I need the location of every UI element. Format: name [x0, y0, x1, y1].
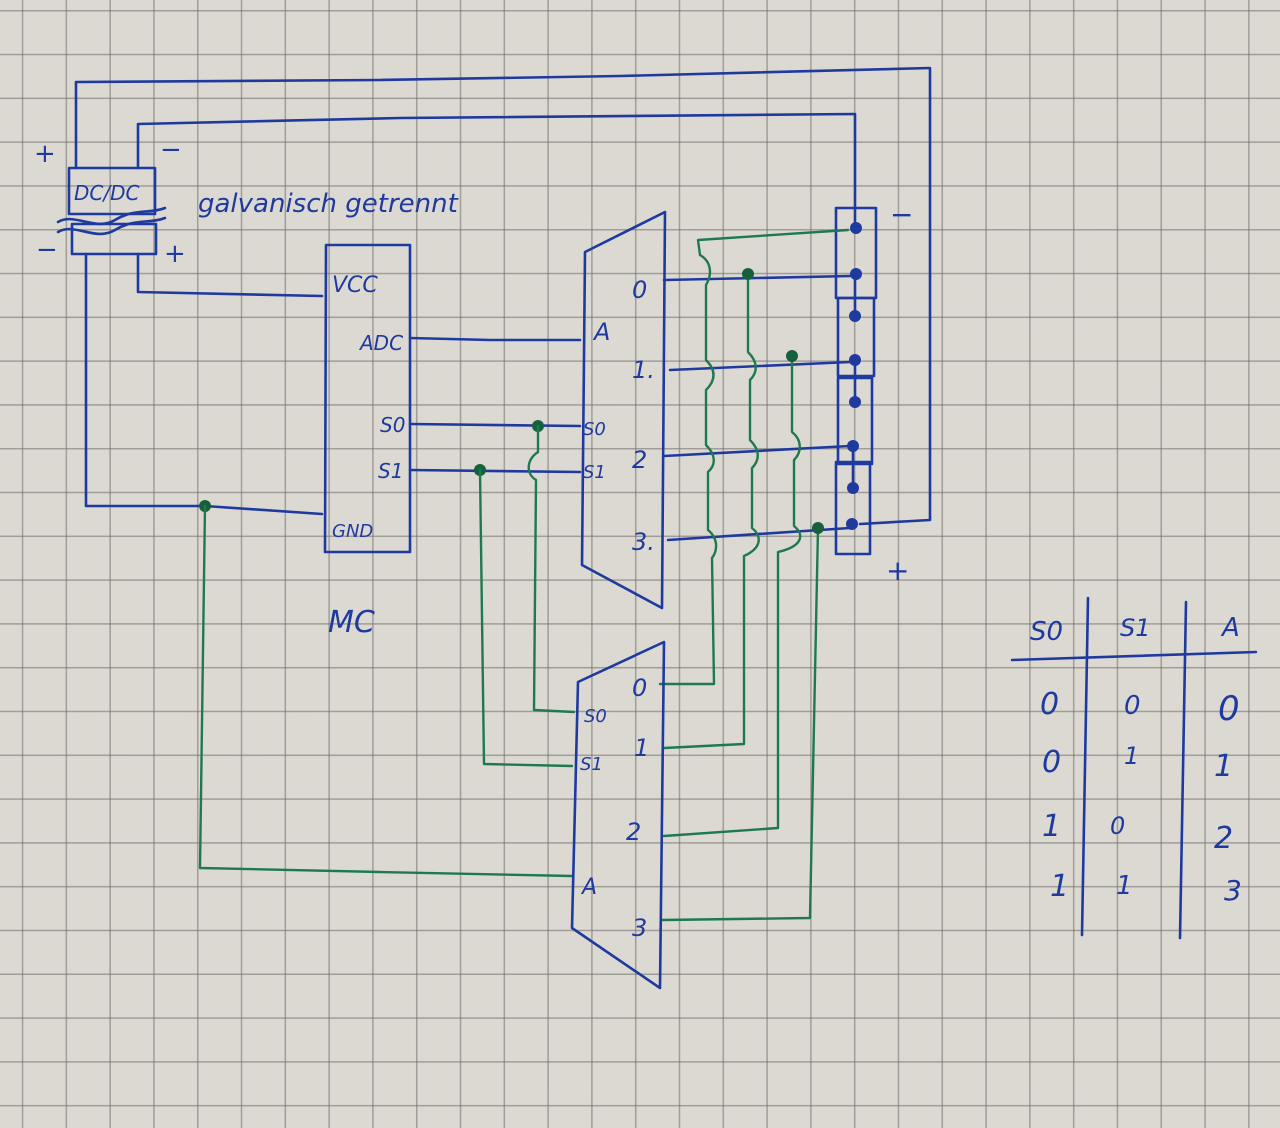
wire-minus-to-stack [136, 112, 857, 230]
wire-vcc [136, 252, 324, 298]
tt-r2-a: 2 [1214, 821, 1233, 856]
tt-r3-s1: 1 [1116, 871, 1133, 901]
mux-top-body [580, 210, 667, 610]
mc-label: MC [328, 605, 375, 640]
junction-dot [850, 222, 862, 234]
dcdc-lower-box [70, 222, 158, 256]
mux-bottom-out-0: 0 [632, 674, 647, 702]
cell-stack: − + [834, 198, 913, 587]
th-s0: S0 [1030, 617, 1063, 647]
dcdc-converter: DC/DC galvanisch getrennt + − − + [34, 135, 459, 269]
junction-dot [847, 440, 859, 452]
tt-r1-s1: 1 [1124, 742, 1139, 770]
isolation-wave-2 [56, 216, 167, 236]
junction-dot [849, 354, 861, 366]
tt-r3-s0: 1 [1050, 869, 1069, 904]
mux-top-s1: S1 [583, 462, 606, 483]
mc-pin-adc: ADC [358, 331, 403, 355]
isolation-note: galvanisch getrennt [198, 189, 459, 219]
truth-table-header-rule [1010, 650, 1258, 662]
wire-mux-top-out0 [662, 274, 852, 282]
dcdc-upper-box [67, 166, 157, 216]
mux-bottom: S0 S1 A 0 1 2 3 [570, 640, 666, 990]
green-tap-3 [660, 526, 820, 922]
mc-box [323, 243, 412, 554]
cell-links [851, 274, 857, 490]
mux-top-s0: S0 [583, 419, 606, 440]
mux-bottom-out-2: 2 [626, 818, 641, 846]
mux-top-out-0: 0 [632, 276, 647, 304]
junction-dot [849, 310, 861, 322]
wire-gnd [84, 252, 324, 516]
mc-pin-s0: S0 [380, 413, 405, 437]
stack-plus: + [886, 554, 909, 587]
tt-r0-s0: 0 [1040, 687, 1059, 722]
mux-bottom-out-3: 3 [632, 914, 647, 942]
tt-r2-s0: 1 [1042, 809, 1061, 844]
tt-r1-s0: 0 [1042, 745, 1061, 780]
dcdc-out-minus: − [36, 235, 58, 265]
junction-dot [850, 268, 862, 280]
junction-dot [846, 518, 858, 530]
mux-top: A S0 S1 0 1. 2 3. [580, 210, 667, 610]
dcdc-out-plus: + [164, 239, 186, 269]
th-s1: S1 [1120, 614, 1151, 642]
tt-r3-a: 3 [1224, 874, 1242, 907]
mc-pin-s1: S1 [378, 459, 403, 483]
mux-top-out-3: 3. [632, 528, 655, 556]
junction-dot [812, 522, 824, 534]
tt-r0-s1: 0 [1124, 691, 1141, 721]
stack-minus: − [890, 198, 913, 231]
tt-r1-a: 1 [1214, 749, 1233, 784]
mux-bottom-s1: S1 [580, 754, 603, 775]
green-tap-0 [658, 228, 850, 686]
green-gnd-to-a [198, 504, 574, 878]
dcdc-in-minus: − [160, 135, 182, 165]
th-a: A [1220, 613, 1240, 643]
tt-r0-a: 0 [1218, 689, 1240, 729]
truth-table-col-rule-2 [1178, 600, 1188, 940]
green-tap-1 [662, 272, 760, 750]
mc-pin-gnd: GND [332, 521, 373, 542]
mux-bottom-s0: S0 [584, 706, 607, 727]
truth-table-col-rule-1 [1080, 596, 1090, 937]
microcontroller: VCC ADC S0 S1 GND MC [323, 243, 412, 640]
wire-s1 [408, 468, 582, 474]
mux-bottom-out-1: 1 [634, 734, 649, 762]
dcdc-label: DC/DC [74, 181, 140, 205]
mc-pin-vcc: VCC [332, 273, 378, 298]
junction-dot [847, 482, 859, 494]
mux-top-out-1: 1. [632, 356, 655, 384]
tt-r2-s1: 0 [1110, 812, 1125, 840]
wire-adc [408, 336, 582, 342]
mux-bottom-in-label: A [580, 875, 597, 900]
wire-plus-to-stack [74, 66, 932, 526]
junction-dot [786, 350, 798, 362]
green-s1 [478, 468, 574, 768]
wire-mux-top-out1 [668, 360, 852, 372]
mux-bottom-body [570, 640, 666, 990]
dcdc-in-plus: + [34, 139, 56, 169]
mux-top-in-label: A [592, 318, 610, 346]
wire-s0 [408, 422, 582, 428]
junction-dot [849, 396, 861, 408]
green-tap-2 [662, 354, 802, 838]
truth-table: S0 S1 A 0 0 0 0 1 1 1 0 2 1 1 3 [1010, 596, 1258, 940]
green-s0 [527, 424, 576, 714]
junction-dot [742, 268, 754, 280]
isolation-wave-1 [56, 206, 167, 226]
mux-top-out-2: 2 [632, 446, 647, 474]
